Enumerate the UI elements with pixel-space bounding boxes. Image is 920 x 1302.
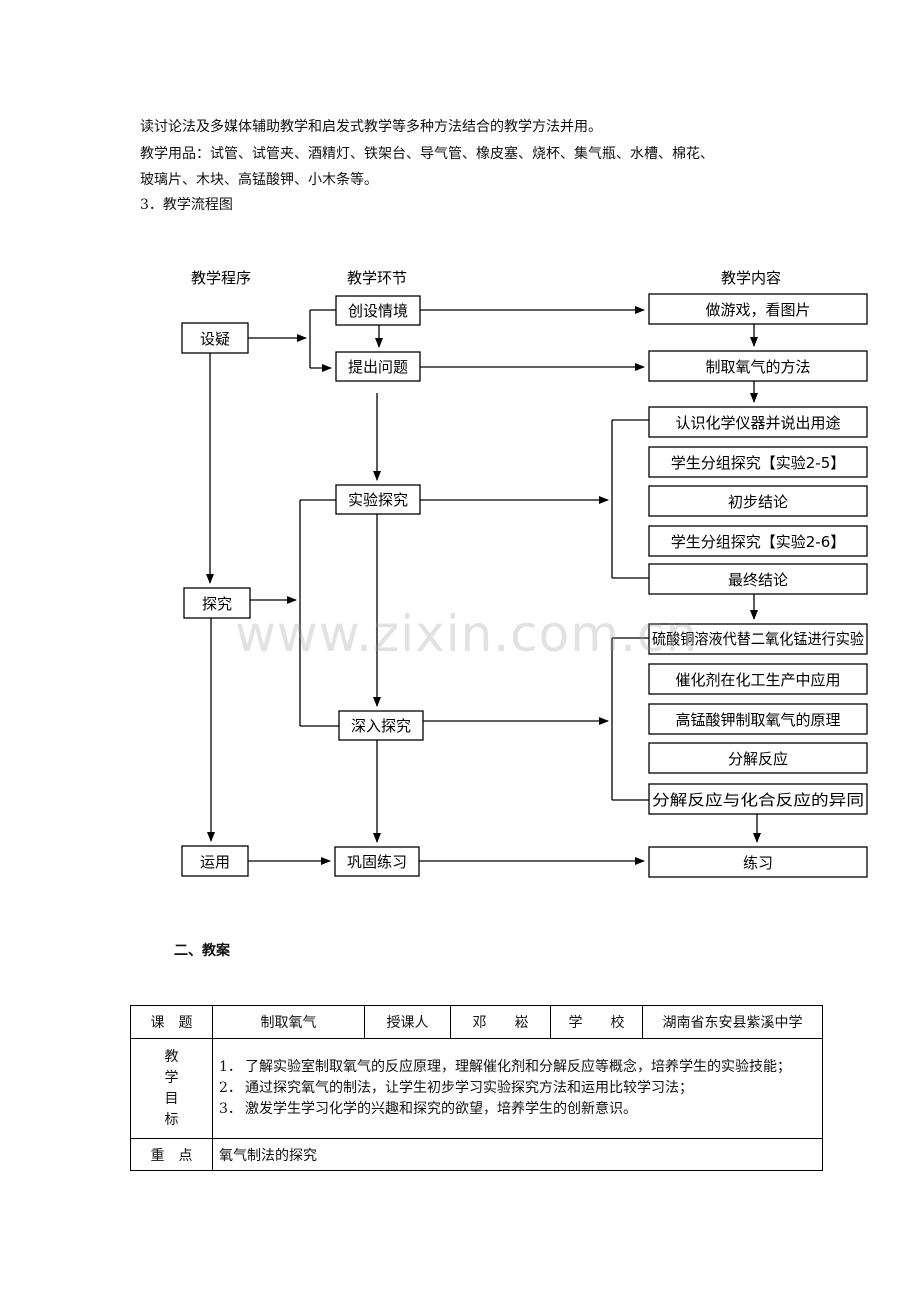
intro-line-1: 读讨论法及多媒体辅助教学和启发式教学等多种方法结合的教学方法并用。 — [140, 119, 602, 135]
content-box-9 — [648, 663, 868, 695]
table-row: 课 题 制取氧气 授课人 邓 崧 学 校 湖南省东安县紫溪中学 — [130, 1005, 823, 1039]
content-box-2 — [648, 350, 868, 382]
section-title: 二、教案 — [174, 943, 230, 959]
goal-item: 3． 激发学生学习化学的兴趣和探究的欲望，培养学生的创新意识。 — [219, 1101, 637, 1117]
content-label-6: 学生分组探究【实验2-6】 — [671, 533, 846, 551]
procedure-box-explore — [183, 587, 251, 619]
goals-content: 1． 了解实验室制取氧气的反应原理，理解催化剂和分解反应等概念，培养学生的实验技… — [212, 1038, 823, 1139]
content-box-8 — [648, 623, 868, 655]
stage-label-5: 巩固练习 — [347, 853, 407, 871]
goal-item: 2． 通过探究氧气的制法，让学生初步学习实验探究方法和运用比较学习法； — [219, 1080, 693, 1096]
content-box-10 — [648, 703, 868, 735]
goals-label: 教 学 目 标 — [130, 1038, 213, 1139]
content-label-5: 初步结论 — [728, 493, 788, 511]
content-label-11: 分解反应 — [728, 750, 788, 768]
content-label-9: 催化剂在化工生产中应用 — [675, 671, 840, 689]
intro-line-2: 教学用品：试管、试管夹、酒精灯、铁架台、导气管、橡皮塞、烧杯、集气瓶、水槽、棉花… — [140, 146, 714, 162]
content-box-3 — [648, 406, 868, 438]
topic-value: 制取氧气 — [212, 1005, 365, 1039]
content-label-4: 学生分组探究【实验2-5】 — [671, 454, 846, 472]
content-box-13 — [648, 846, 868, 878]
topic-label: 课 题 — [130, 1005, 213, 1039]
header-content: 教学内容 — [721, 269, 781, 287]
stage-label-2: 提出问题 — [348, 358, 408, 376]
teacher-label: 授课人 — [364, 1005, 451, 1039]
content-label-2: 制取氧气的方法 — [705, 358, 810, 376]
content-label-1: 做游戏，看图片 — [705, 301, 810, 319]
flowchart-heading: 3．教学流程图 — [140, 197, 233, 213]
header-stage: 教学环节 — [347, 269, 407, 287]
content-box-12 — [648, 783, 868, 815]
content-box-11 — [648, 742, 868, 774]
content-label-10: 高锰酸钾制取氧气的原理 — [675, 711, 840, 729]
content-label-3: 认识化学仪器并说出用途 — [675, 414, 840, 432]
goal-item: 1． 了解实验室制取氧气的反应原理，理解催化剂和分解反应等概念，培养学生的实验技… — [219, 1059, 791, 1075]
teaching-flowchart: 教学程序 教学环节 教学内容 — [181, 269, 868, 878]
content-label-8: 硫酸铜溶液代替二氧化锰进行实验 — [652, 630, 864, 648]
key-point-label: 重 点 — [130, 1138, 213, 1171]
procedure-label-explore: 探究 — [202, 595, 232, 613]
content-label-12: 分解反应与化合反应的异同 — [652, 791, 864, 809]
content-box-6 — [648, 525, 868, 557]
header-procedure: 教学程序 — [191, 269, 251, 287]
content-box-4 — [648, 446, 868, 478]
content-label-13: 练习 — [743, 854, 773, 872]
lesson-plan-table: 课 题 制取氧气 授课人 邓 崧 学 校 湖南省东安县紫溪中学 教 学 目 标 … — [130, 1005, 823, 1171]
school-value: 湖南省东安县紫溪中学 — [642, 1005, 823, 1039]
table-row: 教 学 目 标 1． 了解实验室制取氧气的反应原理，理解催化剂和分解反应等概念，… — [130, 1038, 823, 1139]
stage-label-3: 实验探究 — [348, 491, 408, 509]
procedure-label-apply: 运用 — [200, 853, 230, 871]
school-label: 学 校 — [550, 1005, 643, 1039]
stage-label-4: 深入探究 — [351, 717, 411, 735]
content-box-5 — [648, 485, 868, 517]
content-box-1 — [648, 293, 868, 325]
teacher-value: 邓 崧 — [450, 1005, 551, 1039]
key-point-value: 氧气制法的探究 — [212, 1138, 823, 1171]
stage-label-1: 创设情境 — [348, 302, 408, 320]
content-box-7 — [648, 563, 868, 595]
intro-line-3: 玻璃片、木块、高锰酸钾、小木条等。 — [140, 172, 378, 188]
procedure-label-question: 设疑 — [200, 330, 230, 348]
table-row: 重 点 氧气制法的探究 — [130, 1138, 823, 1171]
content-label-7: 最终结论 — [728, 571, 788, 589]
